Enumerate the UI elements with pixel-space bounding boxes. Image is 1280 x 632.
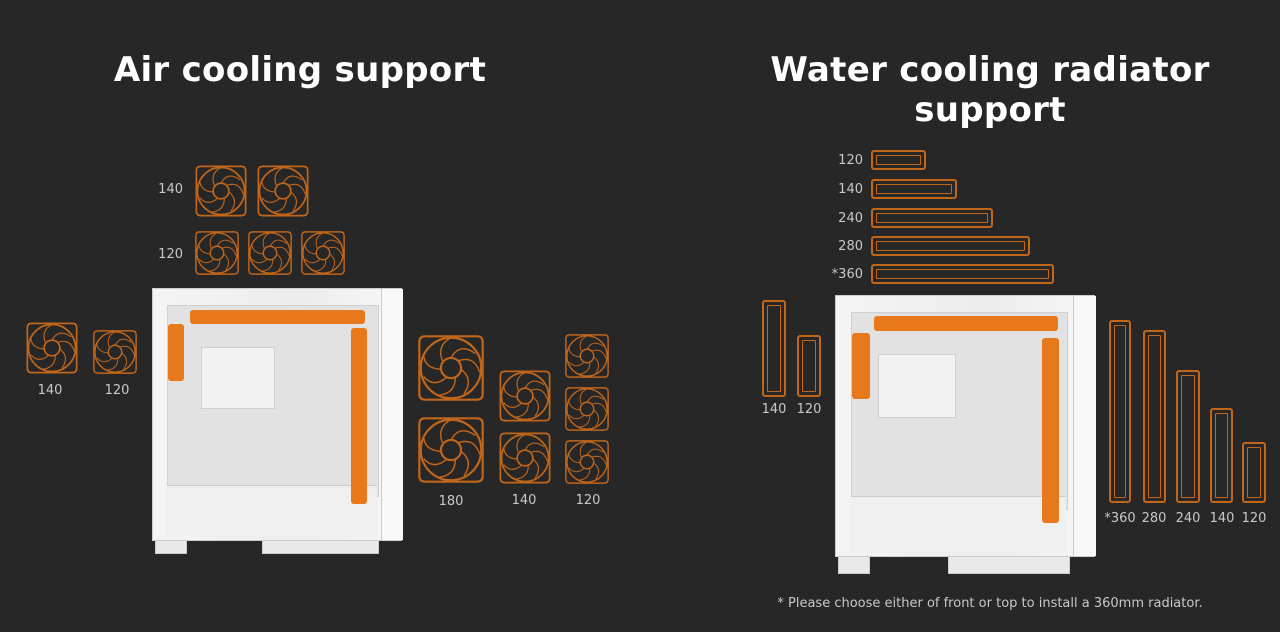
top-rad-280-label: 280 xyxy=(838,239,863,254)
rear-mount-highlight xyxy=(852,333,870,399)
top-120-label: 120 xyxy=(158,247,183,262)
fan-icon xyxy=(563,438,611,486)
radiator-icon xyxy=(871,208,993,228)
radiator-icon xyxy=(871,150,926,170)
fan-icon xyxy=(497,430,553,486)
side-rad-120-label: 120 xyxy=(796,402,822,417)
side-140-label: 140 xyxy=(37,383,63,398)
pc-case-water xyxy=(835,295,1096,557)
radiator-icon xyxy=(1109,320,1131,503)
radiator-icon xyxy=(1242,442,1266,503)
top-140-label: 140 xyxy=(158,182,183,197)
side-120-label: 120 xyxy=(104,383,130,398)
pc-case-air xyxy=(152,288,403,541)
front-180-label: 180 xyxy=(438,494,464,509)
air-cooling-title: Air cooling support xyxy=(113,50,487,90)
fan-icon xyxy=(563,385,611,433)
top-rad-120-label: 120 xyxy=(838,153,863,168)
front-mount-highlight xyxy=(1042,338,1059,523)
front-rad-280-label: 280 xyxy=(1141,511,1167,526)
radiator-icon xyxy=(871,179,957,199)
fan-icon xyxy=(415,332,487,404)
front-rad-120-label: 120 xyxy=(1241,511,1267,526)
top-rad-360-label: *360 xyxy=(831,267,863,282)
water-cooling-title: Water cooling radiator support xyxy=(770,50,1210,130)
front-mount-highlight xyxy=(351,328,367,504)
fan-icon xyxy=(193,229,241,277)
top-rad-140-label: 140 xyxy=(838,182,863,197)
front-120-label: 120 xyxy=(575,493,601,508)
fan-icon xyxy=(415,414,487,486)
rear-mount-highlight xyxy=(168,324,184,381)
top-rad-240-label: 240 xyxy=(838,211,863,226)
fan-icon xyxy=(91,328,139,376)
front-rad-360-label: *360 xyxy=(1104,511,1136,526)
fan-icon xyxy=(255,163,311,219)
top-mount-highlight xyxy=(190,310,365,324)
fan-icon xyxy=(24,320,80,376)
radiator-icon xyxy=(762,300,786,397)
radiator-icon xyxy=(1143,330,1166,503)
radiator-footnote: * Please choose either of front or top t… xyxy=(777,596,1203,611)
side-rad-140-label: 140 xyxy=(761,402,787,417)
fan-icon xyxy=(497,368,553,424)
top-mount-highlight xyxy=(874,316,1058,331)
front-rad-140-label: 140 xyxy=(1209,511,1235,526)
fan-icon xyxy=(193,163,249,219)
radiator-icon xyxy=(797,335,821,397)
front-140-label: 140 xyxy=(511,493,537,508)
radiator-icon xyxy=(871,264,1054,284)
radiator-icon xyxy=(1176,370,1200,503)
fan-icon xyxy=(563,332,611,380)
fan-icon xyxy=(246,229,294,277)
radiator-icon xyxy=(1210,408,1233,503)
radiator-icon xyxy=(871,236,1030,256)
front-rad-240-label: 240 xyxy=(1175,511,1201,526)
fan-icon xyxy=(299,229,347,277)
